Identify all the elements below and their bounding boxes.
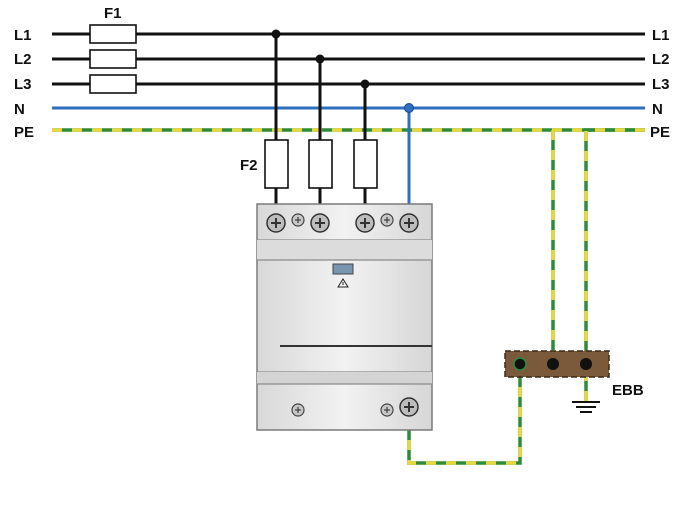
equipotential-busbar: [504, 350, 610, 378]
ground-icon: [572, 401, 600, 413]
terminal-screw-l2: [310, 213, 330, 233]
line-label-left-l3: L3: [14, 76, 32, 93]
busbar-terminal-3: [580, 358, 592, 370]
line-label-left-l2: L2: [14, 51, 32, 68]
busbar-label: EBB: [612, 382, 644, 399]
phase-lines: [52, 32, 645, 86]
line-label-right-l2: L2: [652, 51, 670, 68]
busbar-terminal-2: [547, 358, 559, 370]
terminal-screw-bottom-left: [291, 403, 305, 417]
line-label-right-n: N: [652, 101, 663, 118]
terminal-screw-bottom-small: [380, 403, 394, 417]
device-pe-wire: [407, 364, 522, 465]
fuse-f2-l3: [353, 139, 378, 189]
terminal-screw-small-2: [380, 213, 394, 227]
fuse-f1-l3: [89, 74, 137, 94]
line-label-right-pe: PE: [650, 124, 670, 141]
junction-l1: [271, 29, 281, 39]
junction-n: [404, 103, 414, 113]
terminal-screw-small-1: [291, 213, 305, 227]
fuse-f1-l1: [89, 24, 137, 44]
line-label-left-n: N: [14, 101, 25, 118]
terminal-screw-n: [399, 213, 419, 233]
line-label-right-l3: L3: [652, 76, 670, 93]
terminal-screw-l3: [355, 213, 375, 233]
junction-l3: [360, 79, 370, 89]
line-label-left-l1: L1: [14, 27, 32, 44]
terminal-screw-l1: [266, 213, 286, 233]
busbar-terminal-1: [513, 357, 527, 371]
warning-icon: [337, 278, 349, 288]
surge-protection-device: [256, 203, 433, 431]
fuse-f1-label: F1: [104, 5, 122, 22]
line-label-left-pe: PE: [14, 124, 34, 141]
terminal-screw-pe: [399, 397, 419, 417]
pe-wire-to-ground: [584, 128, 645, 402]
fuse-f2-l2: [308, 139, 333, 189]
fuse-f2-label: F2: [240, 157, 258, 174]
status-window: [332, 263, 354, 275]
line-label-right-l1: L1: [652, 27, 670, 44]
junction-l2: [315, 54, 325, 64]
fuse-f1-l2: [89, 49, 137, 69]
fuse-f2-l1: [264, 139, 289, 189]
